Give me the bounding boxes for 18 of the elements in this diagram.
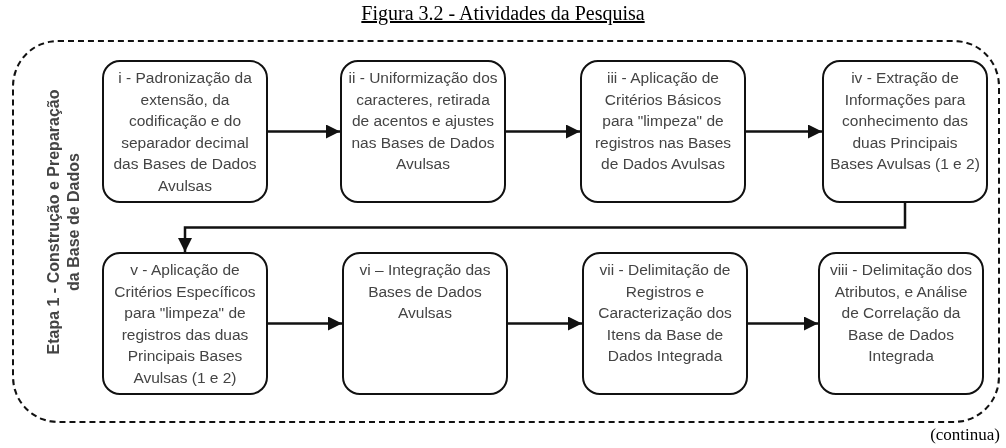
- arrow: [268, 124, 340, 139]
- arrow: [178, 203, 907, 252]
- process-box: viii - Delimitação dos Atributos, e Análise de Correlação da Base de Dados Integrada: [818, 252, 984, 395]
- arrow: [506, 124, 580, 139]
- arrow: [746, 124, 822, 139]
- process-box: iv - Extração de Informações para conhecimento das duas Principais Bases Avulsas (1 e 2): [822, 60, 988, 203]
- process-box: vii - Delimitação de Registros e Caracterização dos Itens da Base de Dados Integrada: [582, 252, 748, 395]
- note-text: (continua): [930, 425, 1000, 445]
- arrow: [748, 316, 818, 331]
- process-box: i - Padronização da extensão, da codificação e do separador decimal das Bases de Dados Avulsas: [102, 60, 268, 203]
- process-box: ii - Uniformização dos caracteres, retirada de acentos e ajustes nas Bases de Dados Avulsas: [340, 60, 506, 203]
- process-box: vi – Integração das Bases de Dados Avulsas: [342, 252, 508, 395]
- arrow: [508, 316, 582, 331]
- dashed-group-frame: [12, 40, 1000, 423]
- arrow: [268, 316, 342, 331]
- group-heading: Etapa 1 - Construção e Preparação da Base de Dados: [44, 88, 83, 357]
- process-box: v - Aplicação de Critérios Específicos para "limpeza" de registros das duas Principais Bases Avulsas (1 e 2): [102, 252, 268, 395]
- process-box: iii - Aplicação de Critérios Básicos para "limpeza" de registros nas Bases de Dados Avulsas: [580, 60, 746, 203]
